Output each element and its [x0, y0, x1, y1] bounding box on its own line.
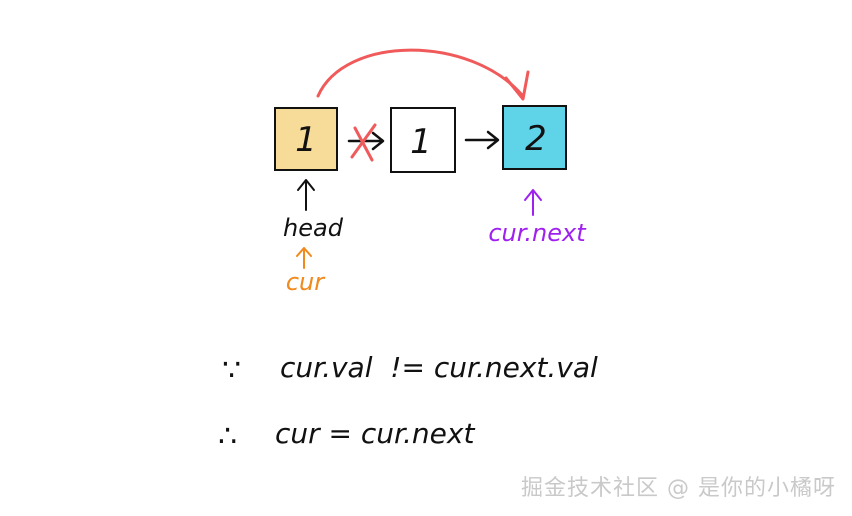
link-arrow-1 [347, 131, 385, 151]
node-2-value: 1 [410, 122, 432, 162]
because-symbol: ∵ [222, 353, 241, 388]
head-pointer-arrow [297, 179, 315, 211]
node-1-box [274, 107, 338, 171]
cur-pointer-arrow [296, 247, 312, 269]
node-2-box [390, 107, 456, 173]
cur-next-pointer-arrow [524, 189, 542, 216]
node-3-box [502, 105, 567, 170]
equation-line-1: cur.val != cur.next.val [280, 351, 598, 384]
node-1-value: 1 [295, 120, 317, 160]
cur-next-label: cur.next [488, 219, 587, 247]
skip-arrow [316, 48, 524, 98]
watermark: 掘金技术社区 @ 是你的小橘呀 [521, 476, 836, 501]
skip-arrow-head [504, 70, 530, 101]
cur-label: cur [286, 268, 326, 296]
equation-line-2: cur = cur.next [275, 417, 475, 450]
cross-mark [350, 123, 377, 162]
node-3-value: 2 [525, 119, 547, 159]
link-arrow-2 [464, 130, 500, 150]
head-label: head [283, 214, 344, 242]
therefore-symbol: ∴ [218, 419, 237, 454]
